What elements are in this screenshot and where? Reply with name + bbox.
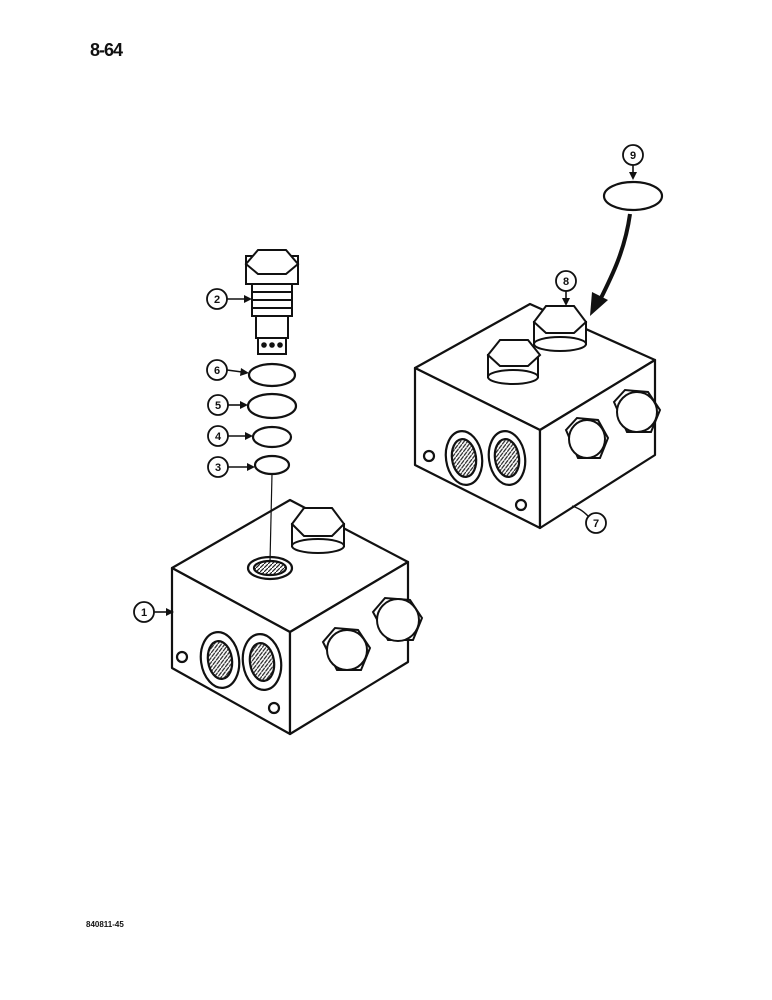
callout-2: 2 bbox=[206, 288, 252, 310]
callout-4: 4 bbox=[207, 425, 253, 447]
svg-text:8: 8 bbox=[563, 276, 569, 288]
callout-5: 5 bbox=[207, 394, 248, 416]
plug-left-side-b bbox=[371, 596, 424, 642]
callout-7: 7 bbox=[571, 505, 607, 534]
figure-id: 840811-45 bbox=[86, 920, 124, 929]
plug-left-side-a bbox=[321, 626, 372, 671]
callout-3: 3 bbox=[207, 456, 255, 478]
assembly-line bbox=[269, 473, 273, 563]
callout-8: 8 bbox=[555, 270, 577, 306]
plug-top-left bbox=[486, 339, 542, 385]
plug-8 bbox=[532, 305, 588, 352]
o-ring-4 bbox=[251, 425, 293, 449]
svg-text:3: 3 bbox=[215, 462, 221, 474]
valve-body-left bbox=[170, 498, 410, 736]
svg-text:5: 5 bbox=[215, 400, 221, 412]
o-ring-3 bbox=[253, 454, 291, 476]
assembly-arrow bbox=[590, 213, 632, 316]
callout-9: 9 bbox=[622, 144, 644, 180]
callout-1: 1 bbox=[133, 601, 174, 623]
svg-text:1: 1 bbox=[141, 607, 147, 619]
cartridge-valve-2 bbox=[244, 249, 300, 355]
o-ring-9 bbox=[602, 180, 664, 212]
svg-text:9: 9 bbox=[630, 150, 636, 162]
callout-6: 6 bbox=[206, 359, 249, 381]
svg-text:7: 7 bbox=[593, 518, 599, 530]
svg-text:6: 6 bbox=[214, 365, 220, 377]
plug-side-a bbox=[564, 416, 610, 459]
plug-side-b bbox=[612, 388, 662, 433]
page-number: 8-64 bbox=[90, 40, 123, 60]
plug-left-top bbox=[290, 507, 346, 554]
svg-text:2: 2 bbox=[214, 294, 220, 306]
svg-text:4: 4 bbox=[215, 431, 222, 443]
o-ring-6 bbox=[247, 362, 297, 388]
o-ring-5 bbox=[246, 392, 298, 420]
